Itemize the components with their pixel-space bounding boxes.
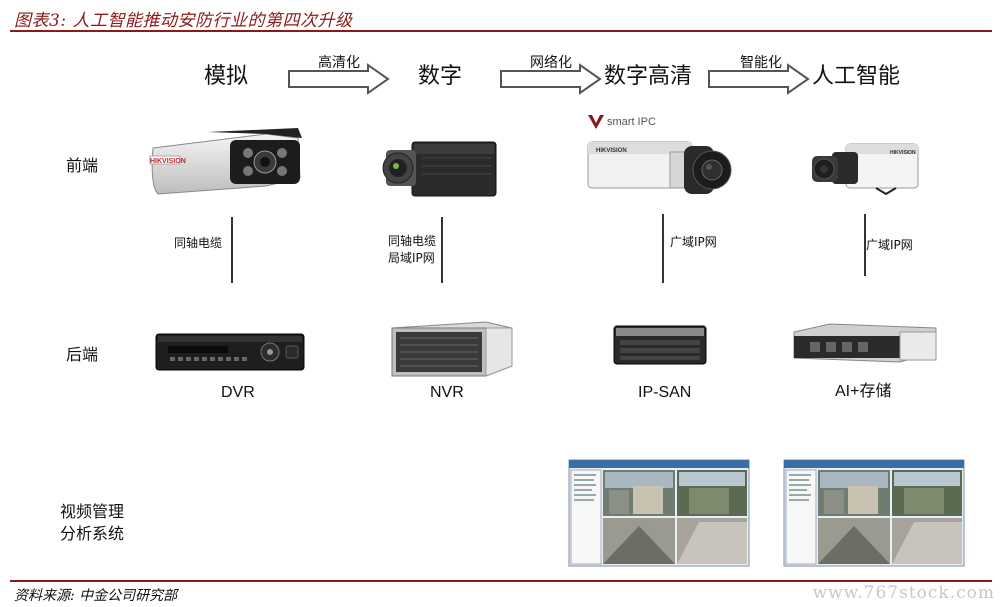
nvr-recorder-icon [391, 321, 513, 377]
transition-arrow-icon [500, 63, 602, 95]
connection-line [864, 214, 866, 276]
ai-storage-server-icon [793, 323, 937, 363]
device-label-ai-storage: AI+存储 [835, 383, 892, 400]
row-label-system-1: 视频管理 [60, 502, 125, 521]
cable-label: 广域IP网 [866, 238, 913, 252]
connection-line [441, 217, 443, 283]
vms-screenshot-icon [783, 459, 965, 567]
arrow-label-hd: 高清化 [318, 55, 360, 71]
source-note: 资料来源: 中金公司研究部 [14, 588, 178, 604]
cable-label: 同轴电缆 [174, 236, 223, 250]
ai-box-camera-icon [812, 143, 919, 196]
row-label-front: 前端 [66, 156, 99, 175]
device-label-ip-san: IP-SAN [638, 384, 692, 401]
device-label-dvr: DVR [221, 384, 255, 401]
box-camera-icon [382, 141, 497, 197]
arrow-label-network: 网络化 [530, 55, 572, 71]
header-divider [10, 30, 992, 32]
watermark: www.767stock.com [812, 583, 995, 603]
smart-ipc-logo: smart IPC [588, 115, 656, 129]
bullet-camera-icon [149, 128, 302, 195]
camera-brand-logo: HIKVISION [596, 148, 627, 154]
transition-arrow-icon [708, 63, 810, 95]
connection-line [231, 217, 233, 283]
row-label-system-2: 分析系统 [60, 524, 125, 543]
transition-arrow-icon [288, 63, 390, 95]
stage-digital: 数字 [418, 64, 463, 89]
dvr-recorder-icon [155, 333, 305, 371]
brand-mark-icon [588, 115, 604, 129]
hd-box-camera-icon [587, 141, 732, 194]
footer-divider [10, 580, 992, 582]
camera-brand-logo: HIKVISION [150, 158, 186, 165]
stage-ai: 人工智能 [812, 64, 901, 89]
stage-digital-hd: 数字高清 [604, 64, 693, 89]
page-title: 图表3: 人工智能推动安防行业的第四次升级 [14, 11, 353, 31]
cable-label: 同轴电缆 局域IP网 [388, 234, 437, 265]
stage-analog: 模拟 [204, 64, 249, 89]
connection-line [662, 214, 664, 283]
arrow-label-intelligent: 智能化 [740, 55, 782, 71]
camera-brand-logo: HIKVISION [890, 150, 916, 156]
cable-label: 广域IP网 [670, 235, 717, 249]
vms-screenshot-icon [568, 459, 750, 567]
ip-san-storage-icon [613, 325, 707, 365]
device-label-nvr: NVR [430, 384, 464, 401]
row-label-back: 后端 [66, 345, 99, 364]
